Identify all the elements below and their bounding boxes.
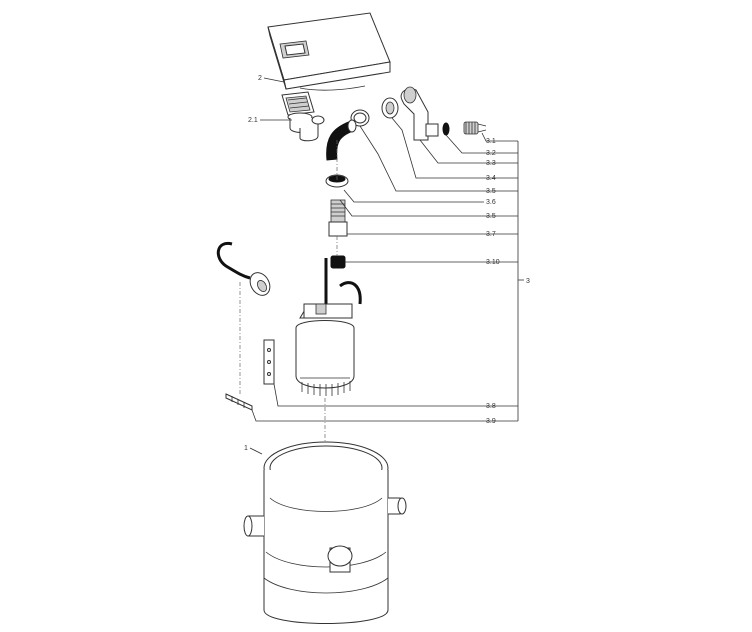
leader-lines xyxy=(249,77,524,455)
callout-3-1: 3.1 xyxy=(486,138,496,145)
callout-3-2: 3.2 xyxy=(486,150,496,157)
callout-3-9: 3.9 xyxy=(486,418,496,425)
discharge-hose xyxy=(326,119,357,161)
callout-3: 3 xyxy=(526,278,530,285)
callout-3-3: 3.3 xyxy=(486,160,496,167)
non-return-valve xyxy=(328,199,348,237)
elbow-fitting xyxy=(400,86,439,141)
assembly-guides xyxy=(239,140,338,480)
callout-2: 2 xyxy=(258,75,262,82)
callout-3-8: 3.8 xyxy=(486,403,496,410)
callout-labels: 2 2.1 3.1 3.2 3.3 3.4 3.5 3.6 3.5 3.7 3.… xyxy=(244,75,530,452)
callout-3-4: 3.4 xyxy=(486,175,496,182)
threaded-adapter xyxy=(381,97,399,119)
callout-3-10: 3.10 xyxy=(486,259,500,266)
pump-body xyxy=(295,258,362,396)
grate-trap xyxy=(281,91,325,142)
callout-3-6: 3.6 xyxy=(486,199,496,206)
cover-plate xyxy=(267,12,391,91)
o-ring xyxy=(442,122,450,136)
callout-1: 1 xyxy=(244,445,248,452)
callout-3-5-upper: 3.5 xyxy=(486,188,496,195)
collection-tank xyxy=(243,441,407,624)
outlet-adapter xyxy=(330,255,346,269)
callout-2-1: 2.1 xyxy=(248,117,258,124)
callout-3-7: 3.7 xyxy=(486,231,496,238)
float-switch xyxy=(216,241,271,296)
callout-3-5-lower: 3.5 xyxy=(486,213,496,220)
mounting-bracket xyxy=(263,339,275,385)
hose-nipple xyxy=(463,121,487,135)
float-holder xyxy=(225,393,253,411)
